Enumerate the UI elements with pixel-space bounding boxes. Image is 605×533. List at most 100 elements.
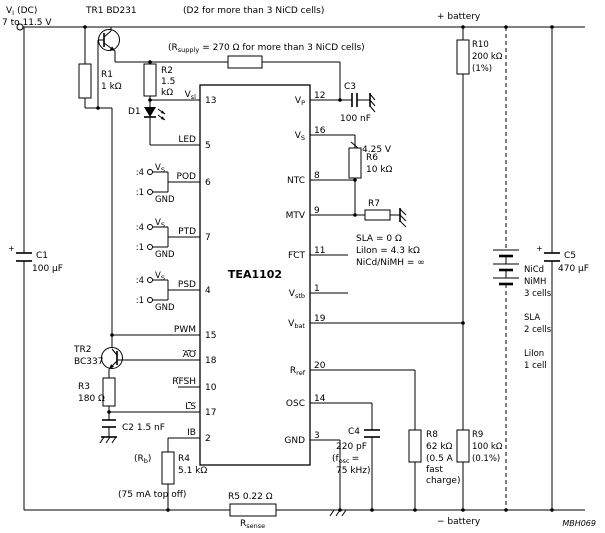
c3-name: C3 (344, 82, 356, 92)
pin-num-11: 11 (314, 246, 325, 256)
r8-value: 62 kΩ (426, 442, 453, 452)
c1-value: 100 µF (32, 264, 63, 274)
battery-label-2: NiMH (524, 277, 546, 287)
resistor-r2: R2 1.5 kΩ (143, 62, 175, 102)
mtv-note-nicd: NiCd/NiMH = ∞ (356, 258, 425, 268)
tr1-label: TR1 BD231 (85, 6, 137, 16)
divider-option-ptd: :4 VS :1 GND (136, 218, 200, 260)
r7-name: R7 (368, 199, 380, 209)
psd-gnd-label: GND (155, 303, 175, 313)
pin-name-ls: LS (185, 402, 196, 412)
divider-option-pod: :4 VS :1 GND (136, 163, 200, 205)
pin-name-vstb: Vstb (289, 289, 305, 300)
plus-battery-label: + battery (437, 12, 481, 22)
r2-value-2: kΩ (161, 88, 173, 98)
c4-note-2: 75 kHz) (336, 466, 371, 476)
battery-stack: NiCd NiMH 3 cells SLA 2 cells LiIon 1 ce… (493, 25, 552, 512)
ic-part-number: TEA1102 (228, 268, 282, 281)
pin-num-17: 17 (205, 408, 216, 418)
pin-num-6: 6 (205, 178, 211, 188)
d1-label: D1 (128, 107, 141, 117)
pod-vs-label: VS (155, 163, 165, 174)
r10-note: (1%) (472, 64, 492, 74)
resistor-r10: R10 200 kΩ (1%) (456, 25, 503, 430)
pin-name-rref: Rref (290, 366, 306, 377)
battery-label-6: LiIon (524, 349, 544, 359)
c4-value: 220 pF (336, 442, 367, 452)
led-d1: D1 (128, 99, 200, 146)
pin-name-pwm: PWM (174, 325, 196, 335)
pin-num-12: 12 (314, 91, 325, 101)
r9-note: (0.1%) (472, 454, 500, 464)
rsupply-note: (Rsupply= 270 Ω for more than 3 NiCD cel… (168, 43, 365, 54)
r3-value: 180 Ω (78, 394, 105, 404)
pin-name-rfsh: RFSH (172, 377, 196, 387)
c5-value: 470 µF (558, 264, 589, 274)
battery-label-5: 2 cells (524, 325, 552, 335)
pin-name-vsl: Vsl (185, 90, 197, 101)
pin-num-15: 15 (205, 331, 216, 341)
corner-labels: VI(DC) 7 to 11.5 V (D2 for more than 3 N… (2, 6, 596, 528)
c4-name: C4 (348, 427, 360, 437)
r1-name: R1 (101, 70, 113, 80)
r6-name: R6 (366, 153, 378, 163)
r8-name: R8 (426, 430, 438, 440)
pin-num-13: 13 (205, 96, 216, 106)
divider-option-psd: :4 VS :1 GND (136, 271, 200, 313)
c4-note-1: (fosc= (332, 454, 359, 465)
r4-value: 5.1 kΩ (178, 466, 207, 476)
pin-num-4: 4 (205, 286, 211, 296)
ntc-mtv-network: 4.25 V R6 10 kΩ R7 SLA = 0 Ω LiIon = 4.3… (310, 134, 425, 268)
c2-label: C2 1.5 nF (122, 423, 165, 433)
battery-label-7: 1 cell (524, 361, 547, 371)
r9-name: R9 (472, 430, 483, 440)
mtv-note-liion: LiIon = 4.3 kΩ (356, 246, 420, 256)
pin-name-vs: VS (295, 131, 305, 142)
supply-rails (16, 23, 585, 511)
resistor-r8: R8 62 kΩ (0.5 A fast charge) (310, 369, 460, 512)
pin-name-psd: PSD (178, 280, 196, 290)
psd-div1-label: :1 (136, 296, 144, 306)
r8-note-1: (0.5 A (426, 454, 454, 464)
ptd-div4-label: :4 (136, 223, 144, 233)
r2-name: R2 (161, 66, 173, 76)
pin-name-vp: VP (295, 96, 305, 107)
pod-div4-label: :4 (136, 168, 144, 178)
r4-name: R4 (178, 454, 190, 464)
pin-name-ao: AO (183, 350, 196, 360)
pin-num-5: 5 (205, 141, 211, 151)
ptd-vs-label: VS (155, 218, 165, 229)
pin-num-2: 2 (205, 434, 211, 444)
pin-name-ptd: PTD (178, 227, 196, 237)
r10-name: R10 (472, 40, 489, 50)
pod-gnd-label: GND (155, 195, 175, 205)
ptd-gnd-label: GND (155, 250, 175, 260)
battery-label-3: 3 cells (524, 289, 552, 299)
pin-name-mtv: MTV (286, 211, 306, 221)
capacitor-c2: C2 1.5 nF (99, 412, 165, 444)
pin-num-16: 16 (314, 126, 326, 136)
resistor-r9: R9 100 kΩ (0.1%) (456, 429, 503, 512)
resistor-r5: R5 0.22 Ω Rsense (228, 492, 277, 530)
minus-battery-label: − battery (437, 517, 481, 527)
r2-value-1: 1.5 (161, 77, 175, 87)
c1-plus-sign: + (8, 244, 15, 253)
pin-num-18: 18 (205, 356, 217, 366)
r8-note-3: charge) (426, 476, 460, 486)
pin-name-fct: FCT (288, 251, 305, 261)
r9-value: 100 kΩ (472, 442, 503, 452)
pin-name-ntc: NTC (287, 176, 305, 186)
c5-name: C5 (564, 251, 576, 261)
pin-name-osc: OSC (286, 399, 305, 409)
r1-value: 1 kΩ (101, 82, 122, 92)
vbat-wire (310, 321, 465, 325)
tr2-name: TR2 (73, 345, 91, 355)
tr2-part: BC337 (74, 357, 103, 367)
transistor-tr1: TR1 BD231 (85, 6, 137, 108)
capacitor-c4: C4 220 pF (fosc= 75 kHz) (310, 402, 380, 512)
pin-name-gnd: GND (284, 436, 305, 446)
ptd-div1-label: :1 (136, 243, 144, 253)
pin-num-20: 20 (314, 361, 326, 371)
pin-num-3: 3 (314, 431, 320, 441)
